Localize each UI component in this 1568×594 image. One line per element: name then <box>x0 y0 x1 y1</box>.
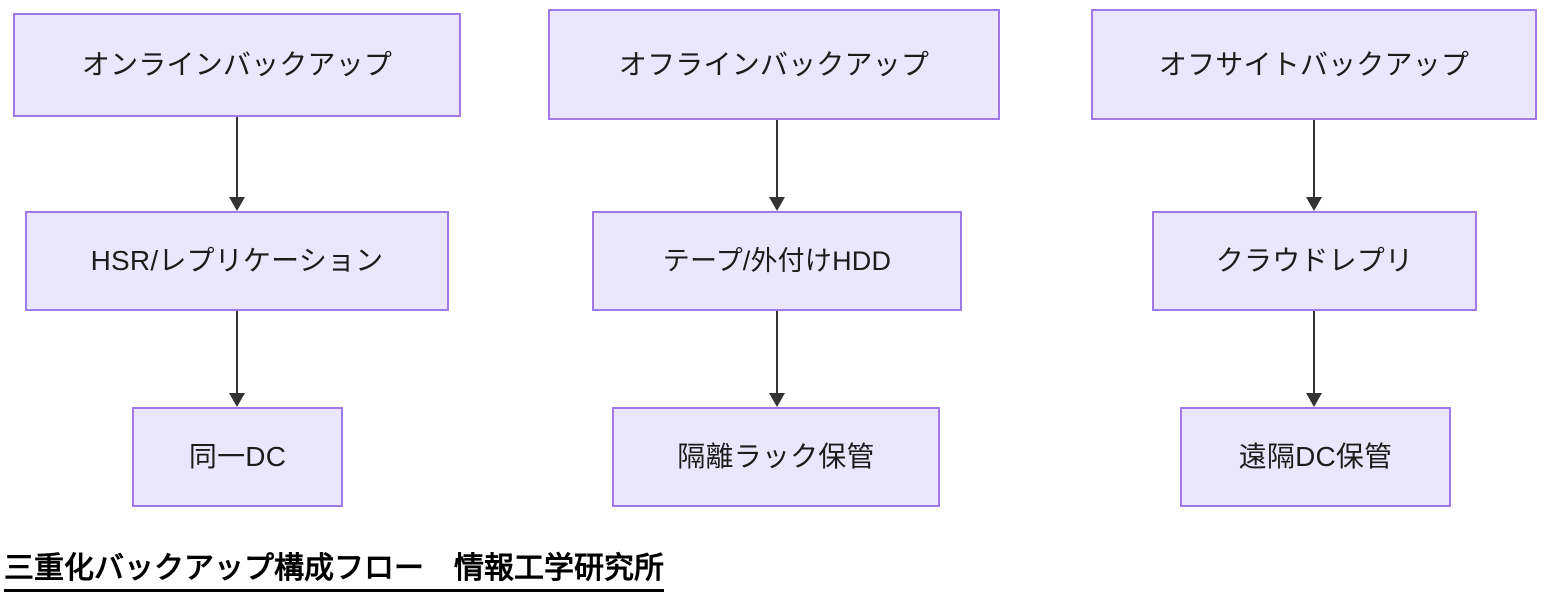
node-tape-external-hdd[interactable]: テープ/外付けHDD <box>592 211 962 311</box>
edge-stem <box>236 311 238 393</box>
node-label: オンラインバックアップ <box>81 49 393 81</box>
node-offsite-backup[interactable]: オフサイトバックアップ <box>1091 9 1537 120</box>
edge-stem <box>236 117 238 197</box>
arrowhead-icon <box>769 393 785 407</box>
edge-stem <box>776 311 778 393</box>
node-remote-dc-storage[interactable]: 遠隔DC保管 <box>1180 407 1451 507</box>
node-label: オフラインバックアップ <box>618 48 930 80</box>
arrowhead-icon <box>229 197 245 211</box>
node-label: テープ/外付けHDD <box>662 245 892 276</box>
edge-stem <box>1313 311 1315 393</box>
edge-stem <box>1313 120 1315 197</box>
arrowhead-icon <box>229 393 245 407</box>
node-label: オフサイトバックアップ <box>1158 48 1470 80</box>
node-isolated-rack-storage[interactable]: 隔離ラック保管 <box>612 407 940 507</box>
node-hsr-replication[interactable]: HSR/レプリケーション <box>25 211 449 311</box>
edge-stem <box>776 120 778 197</box>
arrowhead-icon <box>769 197 785 211</box>
node-label: クラウドレプリ <box>1215 245 1414 277</box>
node-online-backup[interactable]: オンラインバックアップ <box>13 13 461 117</box>
node-label: 同一DC <box>188 441 287 473</box>
node-label: 隔離ラック保管 <box>677 441 875 473</box>
arrowhead-icon <box>1306 393 1322 407</box>
arrowhead-icon <box>1306 197 1322 211</box>
node-cloud-repli[interactable]: クラウドレプリ <box>1152 211 1477 311</box>
node-label: HSR/レプリケーション <box>90 245 384 277</box>
node-label: 遠隔DC保管 <box>1238 441 1393 473</box>
node-same-dc[interactable]: 同一DC <box>132 407 343 507</box>
node-offline-backup[interactable]: オフラインバックアップ <box>548 9 1000 120</box>
diagram-caption: 三重化バックアップ構成フロー 情報工学研究所 <box>4 543 664 592</box>
